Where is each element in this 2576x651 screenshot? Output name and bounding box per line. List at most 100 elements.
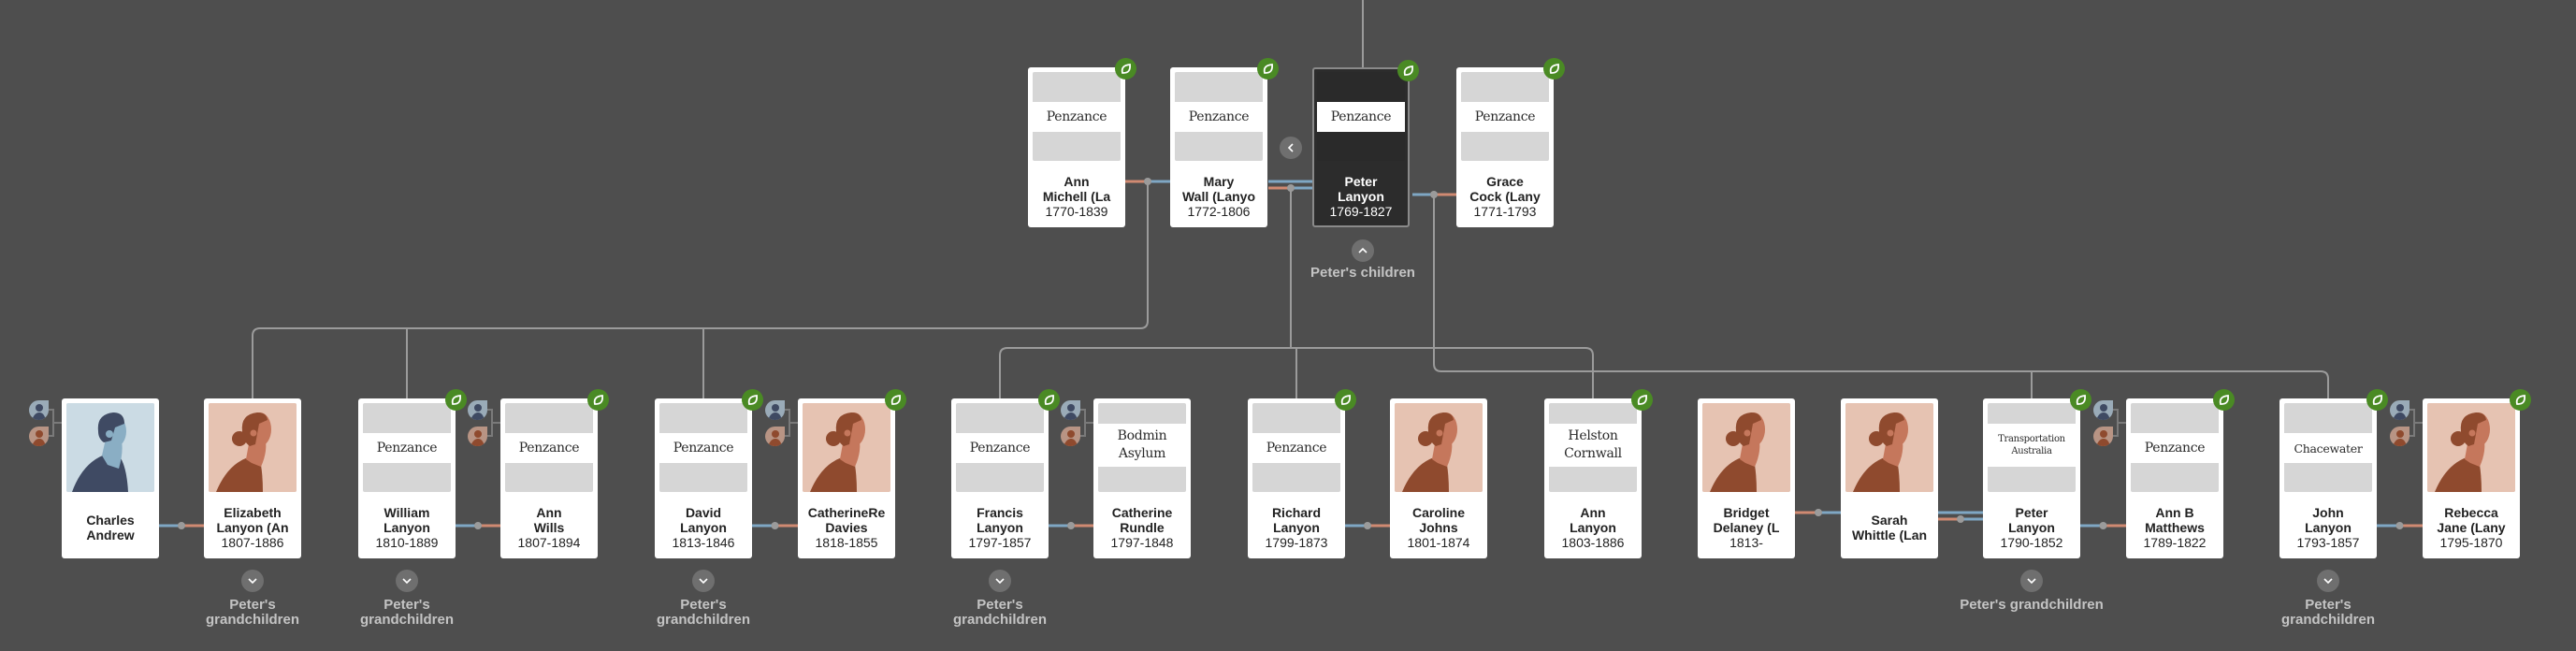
mother-icon[interactable]: [1061, 427, 1080, 446]
life-dates: 1813-1846: [672, 535, 735, 550]
life-dates: 1772-1806: [1187, 204, 1251, 219]
hint-leaf-icon[interactable]: [1397, 60, 1419, 81]
given-name: Grace: [1486, 174, 1524, 189]
father-icon[interactable]: [765, 400, 785, 420]
father-icon[interactable]: [468, 400, 487, 420]
mother-icon[interactable]: [765, 427, 785, 446]
life-dates: 1801-1874: [1407, 535, 1470, 550]
place-text: Asylum: [1118, 446, 1166, 461]
union-dot: [2395, 522, 2404, 529]
union-dot: [1144, 178, 1151, 185]
life-dates: 1797-1848: [1110, 535, 1174, 550]
mother-icon[interactable]: [2093, 427, 2113, 446]
hint-leaf-icon[interactable]: [445, 389, 467, 411]
expand-grandchildren-button[interactable]: [2020, 570, 2043, 592]
hint-leaf-icon[interactable]: [2510, 389, 2531, 411]
expand-grandchildren-button[interactable]: [692, 570, 715, 592]
surname: Matthews: [2145, 520, 2205, 535]
given-name: Richard: [1271, 505, 1322, 520]
hint-leaf-icon[interactable]: [1335, 389, 1356, 411]
hint-leaf-icon[interactable]: [1115, 58, 1136, 80]
place-text: Penzance: [1188, 108, 1250, 124]
life-dates: 1771-1793: [1473, 204, 1537, 219]
place-text: Helston: [1568, 428, 1618, 443]
mother-icon[interactable]: [29, 427, 49, 446]
father-icon[interactable]: [29, 400, 49, 420]
peters-children-label[interactable]: Peter's children: [1310, 265, 1415, 281]
avatar: [803, 403, 890, 492]
place-text: Penzance: [1266, 440, 1327, 456]
avatar: [66, 403, 154, 492]
life-dates: 1797-1857: [968, 535, 1032, 550]
hint-leaf-icon[interactable]: [885, 389, 906, 411]
expand-grandchildren-button[interactable]: [989, 570, 1011, 592]
father-icon[interactable]: [1061, 400, 1080, 420]
mother-icon[interactable]: [468, 427, 487, 446]
surname: Lanyon: [1338, 189, 1384, 204]
surname: Lanyon (An: [216, 520, 289, 535]
surname: Johns: [1419, 520, 1458, 535]
grandchildren-label[interactable]: Peter's grandchildren: [1929, 598, 2135, 613]
collapse-children-button[interactable]: [1352, 239, 1374, 262]
hint-leaf-icon[interactable]: [742, 389, 763, 411]
father-icon[interactable]: [2390, 400, 2410, 420]
expand-grandchildren-button[interactable]: [241, 570, 264, 592]
given-name: Mary: [1203, 174, 1235, 189]
father-icon[interactable]: [2093, 400, 2113, 420]
hint-leaf-icon[interactable]: [2070, 389, 2091, 411]
hint-leaf-icon[interactable]: [1257, 58, 1279, 80]
expand-grandchildren-button[interactable]: [2317, 570, 2339, 592]
surname: Delaney (L: [1713, 520, 1780, 535]
expand-grandchildren-button[interactable]: [396, 570, 418, 592]
hint-leaf-icon[interactable]: [2213, 389, 2235, 411]
hint-leaf-icon[interactable]: [1631, 389, 1653, 411]
avatar: [1702, 403, 1790, 492]
hint-leaf-icon[interactable]: [587, 389, 609, 411]
previous-spouse-button[interactable]: [1280, 137, 1302, 159]
surname: Lanyon: [977, 520, 1023, 535]
given-name: Ann: [1580, 505, 1606, 520]
mother-icon[interactable]: [2390, 427, 2410, 446]
hint-leaf-icon[interactable]: [2366, 389, 2388, 411]
life-dates: 1770-1839: [1045, 204, 1108, 219]
union-dot: [178, 522, 185, 529]
hint-leaf-icon[interactable]: [1038, 389, 1060, 411]
hint-leaf-icon[interactable]: [1543, 58, 1565, 80]
grandchildren-label-line: grandchildren: [952, 612, 1047, 628]
surname: Lanyon: [680, 520, 727, 535]
given-name: Francis: [977, 505, 1023, 520]
